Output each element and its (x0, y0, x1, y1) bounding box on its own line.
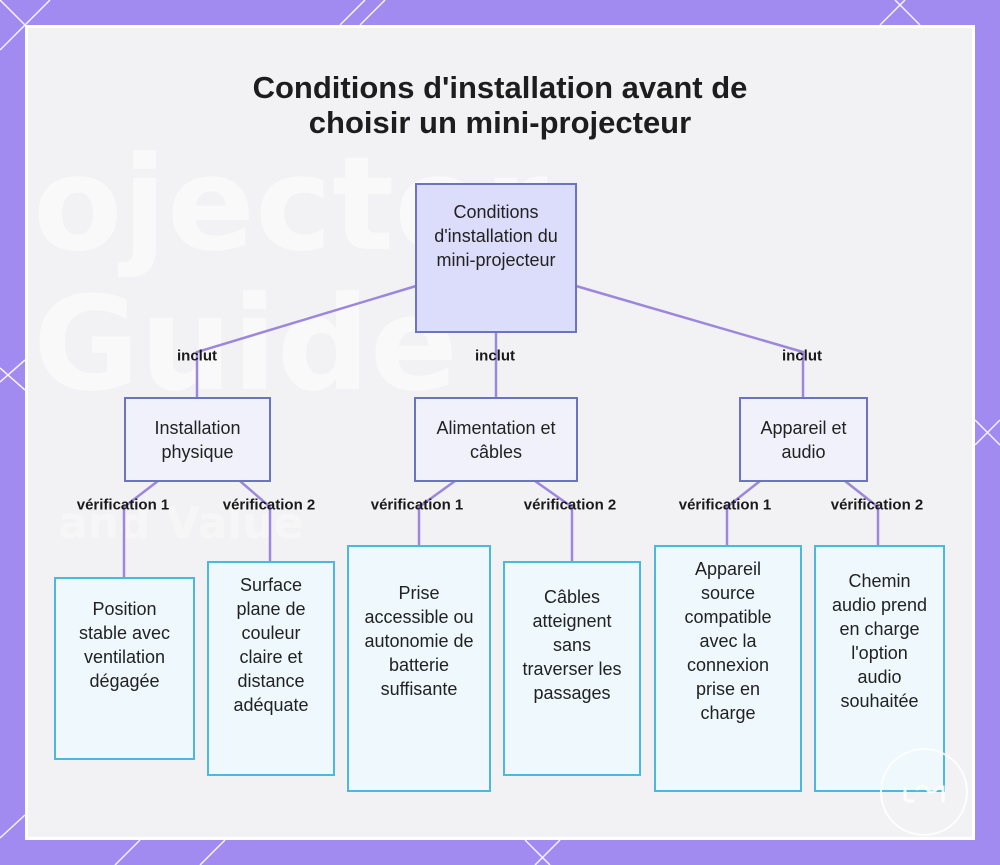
background-word: and Value (58, 498, 304, 549)
node-installation-label: Installation physique (154, 417, 241, 462)
node-chemin-label: Chemin audio prend en charge l'option au… (831, 570, 928, 711)
node-appareil-box (739, 397, 868, 482)
node-alimentation-box (414, 397, 578, 482)
node-source-box (654, 545, 802, 792)
title-line-1: Conditions d'installation avant de (252, 70, 748, 105)
node-alimentation-label: Alimentation et câbles (436, 417, 556, 462)
title-line-2: choisir un mini-projecteur (308, 105, 692, 140)
connector-installation-position (122, 480, 159, 578)
node-appareil-label: Appareil et audio (760, 417, 847, 462)
node-position-label: Position stable avec ventilation dégagée (78, 598, 171, 691)
edge-label-inclut: inclut (177, 347, 217, 365)
node-surface-label: Surface plane de couleur claire et dista… (233, 574, 309, 715)
edge-label-verification-2: vérification 2 (523, 496, 617, 514)
logo-mark-icon (903, 784, 945, 803)
edge-label-inclut: inclut (475, 347, 515, 365)
connector-root-installation (195, 284, 417, 398)
node-root-label: Conditions d'installation du mini-projec… (434, 202, 558, 270)
edge-label-verification-1: vérification 1 (76, 496, 170, 514)
connector-alimentation-cables (534, 479, 574, 562)
connector-appareil-source (725, 480, 761, 546)
logo-badge (880, 748, 968, 836)
connector-appareil-chemin (844, 480, 880, 546)
edge-label-inclut: inclut (782, 347, 822, 365)
node-cables-box (503, 561, 641, 776)
edge-label-verification-1: vérification 1 (678, 496, 772, 514)
node-surface-box (207, 561, 335, 776)
edge-label-verification-2: vérification 2 (222, 496, 316, 514)
connector-alimentation-prise (417, 479, 456, 546)
edge-label-verification-1: vérification 1 (370, 496, 464, 514)
page-title: Conditions d'installation avant de chois… (0, 70, 1000, 140)
node-source-label: Appareil source compatible avec la conne… (684, 558, 772, 723)
connector-root-appareil (575, 284, 805, 398)
node-cables-label: Câbles atteignent sans traverser les pas… (522, 586, 622, 703)
node-prise-box (347, 545, 491, 792)
node-installation-box (124, 397, 271, 482)
edge-label-verification-2: vérification 2 (830, 496, 924, 514)
connector-installation-surface (239, 480, 272, 562)
node-prise-label: Prise accessible ou autonomie de batteri… (364, 582, 474, 699)
background-word: Guide (33, 268, 459, 420)
node-position-box (54, 577, 195, 760)
node-root-box (415, 183, 577, 333)
